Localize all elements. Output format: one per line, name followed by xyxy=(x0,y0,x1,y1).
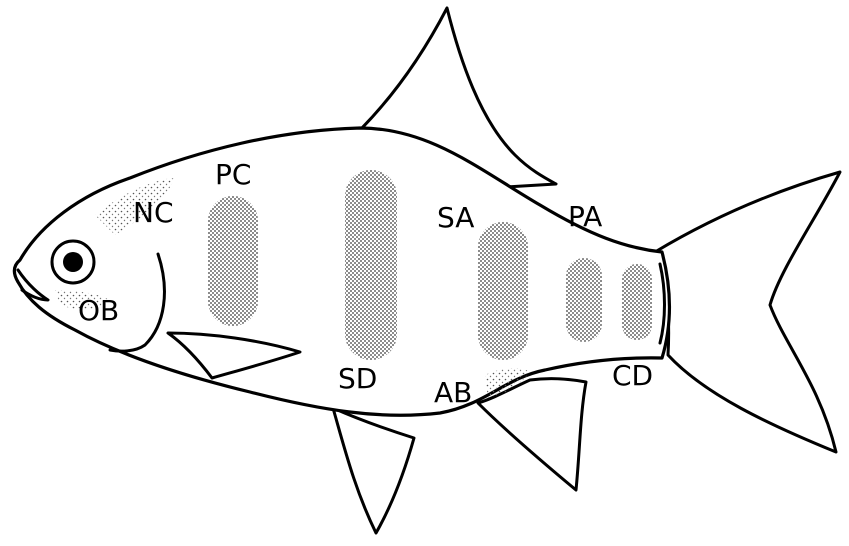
bar-sa xyxy=(478,222,528,360)
label-pa: PA xyxy=(568,200,602,233)
label-nc: NC xyxy=(133,196,174,229)
bar-sd xyxy=(345,170,397,360)
label-sd: SD xyxy=(338,362,377,395)
label-pc: PC xyxy=(215,158,251,191)
caudal-fin xyxy=(655,172,840,452)
label-sa: SA xyxy=(437,201,474,234)
bar-pc xyxy=(208,196,258,326)
pelvic-fin xyxy=(333,408,414,533)
bar-pa xyxy=(566,258,602,342)
label-ab: AB xyxy=(434,376,472,409)
label-ob: OB xyxy=(78,294,119,327)
bar-cd xyxy=(622,264,652,340)
eye-pupil xyxy=(63,252,83,272)
label-cd: CD xyxy=(612,359,653,392)
